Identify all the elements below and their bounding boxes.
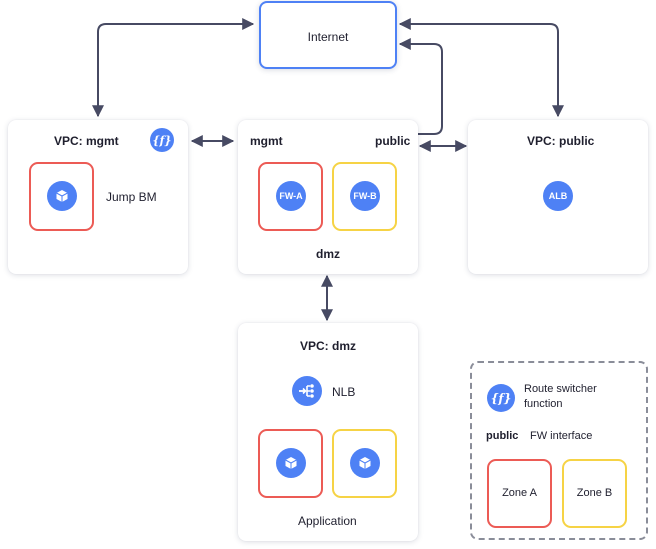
jump-bm-cube-icon — [47, 181, 77, 211]
fw-b-node: FW-B — [350, 181, 380, 211]
legend-public-label: public — [486, 430, 519, 442]
app-zone-b — [332, 429, 397, 498]
internet-node: Internet — [259, 1, 397, 69]
svg-text:{f}: {f} — [153, 134, 172, 147]
app-a-cube-icon — [276, 448, 306, 478]
fw-b-zone: FW-B — [332, 162, 397, 231]
legend-fw-interface-label: FW interface — [530, 430, 593, 442]
nlb-balancer-icon — [292, 376, 322, 406]
vpc-mgmt-title: VPC: mgmt — [54, 134, 119, 148]
arrow-internet-public — [398, 18, 564, 118]
fw-dmz-interface-label: dmz — [316, 247, 340, 261]
fw-public-interface-label: public — [375, 134, 411, 148]
vpc-mgmt: VPC: mgmt {f} Jump BM — [8, 120, 188, 274]
application-label: Application — [298, 514, 357, 528]
vpc-public-title: VPC: public — [527, 134, 595, 148]
legend-function-label-2: function — [524, 398, 563, 410]
vpc-public: VPC: public ALB — [468, 120, 648, 274]
legend-zone-b-label: Zone B — [576, 487, 613, 499]
jump-bm-zone-a — [29, 162, 94, 231]
alb-node: ALB — [543, 181, 573, 211]
legend-function-icon: {f} — [487, 384, 515, 412]
legend-function-label-1: Route switcher — [524, 383, 597, 395]
legend-zone-a-label: Zone A — [502, 487, 537, 499]
legend: {f} Route switcher function public FW in… — [470, 361, 648, 540]
fw-a-zone: FW-A — [258, 162, 323, 231]
legend-zone-b: Zone B — [562, 459, 627, 528]
arrow-fw-public-internet — [398, 38, 443, 135]
function-icon: {f} — [150, 128, 174, 152]
fw-mgmt-interface-label: mgmt — [250, 134, 283, 148]
nlb-label: NLB — [332, 385, 356, 399]
vpc-firewall: mgmt public FW-A FW-B dmz — [238, 120, 418, 274]
fw-a-node: FW-A — [276, 181, 306, 211]
svg-text:{f}: {f} — [491, 392, 512, 406]
app-zone-a — [258, 429, 323, 498]
jump-bm-label: Jump BM — [106, 190, 157, 204]
vpc-dmz-title: VPC: dmz — [300, 339, 357, 353]
app-b-cube-icon — [350, 448, 380, 478]
arrow-internet-mgmt — [92, 18, 255, 118]
internet-label: Internet — [307, 30, 349, 44]
vpc-dmz: VPC: dmz NLB Application — [238, 323, 418, 541]
legend-zone-a: Zone A — [487, 459, 552, 528]
